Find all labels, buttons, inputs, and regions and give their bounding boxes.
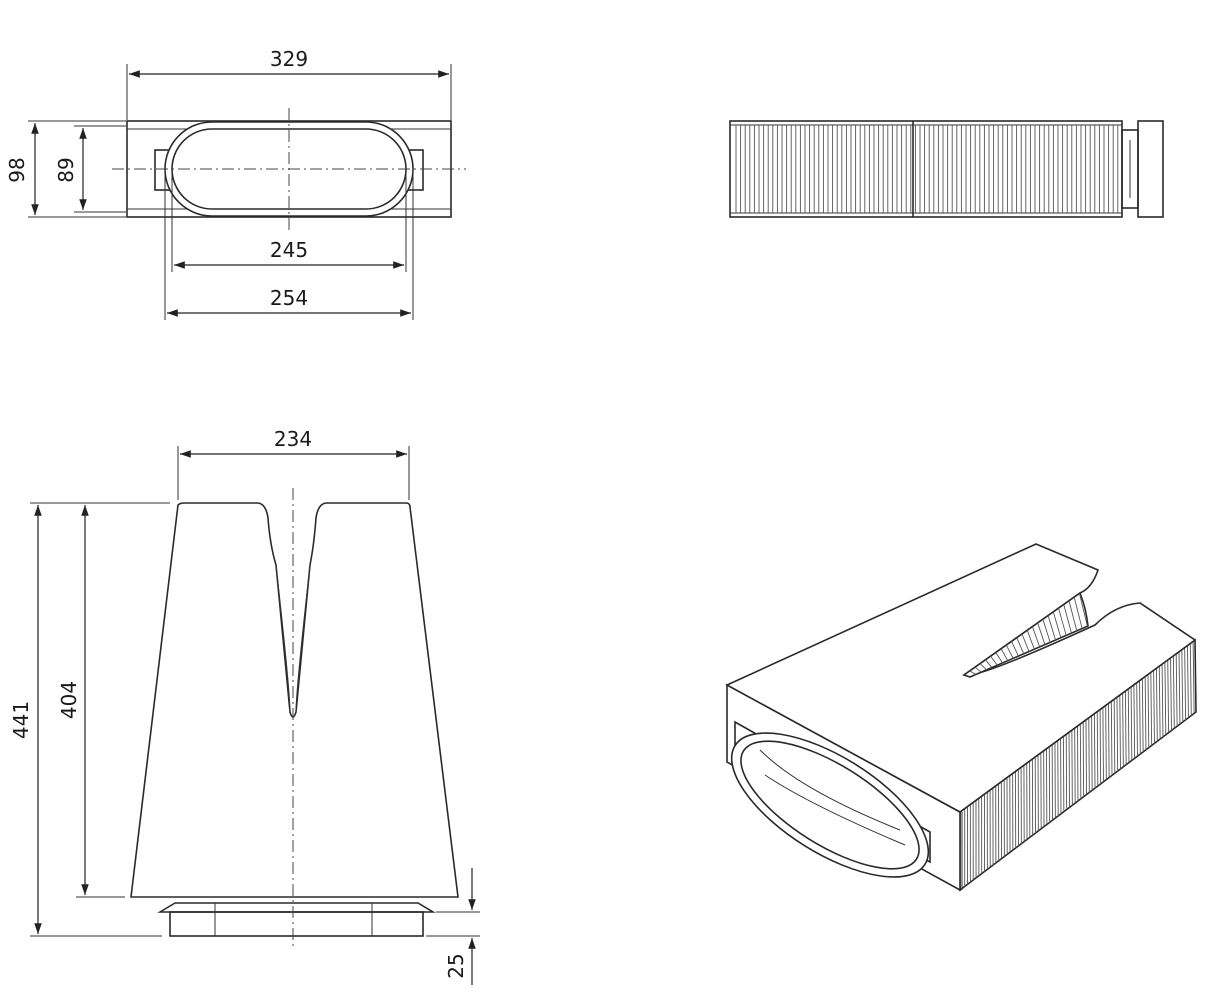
rib-line (1058, 608, 1067, 636)
dim-label-98: 98 (5, 157, 29, 182)
rib-line (1102, 707, 1104, 782)
rib-line (995, 652, 1003, 664)
rib-line (1184, 647, 1187, 720)
dim-label-245: 245 (270, 238, 308, 262)
rib-line (974, 666, 982, 673)
rib-line (1178, 651, 1181, 725)
side-view-collar (1137, 120, 1164, 218)
rib-line (1192, 641, 1195, 714)
iso-slot-wedge (962, 591, 1089, 678)
rib-line (1093, 713, 1096, 789)
rib-line (1096, 711, 1099, 787)
rib-line (1011, 641, 1019, 657)
dim-label-234: 234 (274, 427, 312, 451)
rib-line (1175, 653, 1178, 727)
dim-label-441: 441 (9, 701, 33, 739)
rib-line (1037, 622, 1046, 645)
rib-line (1147, 674, 1150, 748)
rib-line (1108, 703, 1110, 778)
rib-line (1158, 666, 1161, 740)
rib-line (1113, 699, 1116, 774)
side-view (729, 120, 1164, 218)
rib-line (1167, 659, 1170, 733)
rib-line (1187, 645, 1189, 718)
rib-line (1047, 615, 1056, 641)
rib-line (1105, 705, 1107, 780)
rib-line (1091, 715, 1093, 791)
front-view: 234 441 404 25 (9, 427, 480, 985)
rib-line (979, 663, 987, 671)
rib-line (1005, 644, 1014, 659)
dim-label-89: 89 (54, 157, 78, 182)
rib-line (1032, 626, 1041, 648)
dim-label-25: 25 (444, 953, 468, 978)
rib-line (1133, 684, 1136, 759)
rib-line (1141, 678, 1144, 752)
rib-line (1021, 633, 1030, 652)
rib-line (1063, 604, 1072, 634)
rib-line (1110, 701, 1113, 776)
rib-line (1130, 686, 1133, 761)
rib-line (1124, 690, 1127, 765)
rib-line (1144, 676, 1147, 750)
rib-line (985, 659, 993, 668)
rib-line (1127, 688, 1130, 763)
rib-line (990, 655, 998, 666)
rib-line (969, 670, 977, 675)
top-view: 329 98 89 245 254 (5, 47, 466, 320)
rib-line (1181, 649, 1184, 722)
dim-label-329: 329 (270, 47, 308, 71)
rib-line (1189, 643, 1192, 716)
side-view-body (729, 120, 1123, 218)
rib-line (1161, 664, 1164, 737)
iso-top-face (725, 543, 1197, 813)
rib-line (1077, 725, 1079, 802)
rib-line (1164, 662, 1167, 735)
rib-line (1139, 680, 1141, 755)
isometric-view (725, 543, 1197, 892)
dim-label-254: 254 (270, 286, 308, 310)
rib-line (1172, 655, 1175, 729)
rib-line (1116, 697, 1119, 772)
iso-side-ribs (964, 641, 1195, 887)
rib-line (1079, 723, 1082, 799)
rib-line (1085, 719, 1087, 795)
rib-line (1082, 721, 1085, 797)
rib-line (1119, 695, 1121, 769)
iso-collar (730, 720, 931, 878)
side-view-ribs (735, 125, 1119, 213)
front-view-body (130, 502, 459, 898)
rib-line (1088, 717, 1090, 793)
front-view-collar-flange (157, 902, 436, 913)
rib-line (1156, 668, 1158, 742)
rib-line (1000, 648, 1009, 661)
front-view-collar (169, 911, 424, 937)
rib-line (1052, 611, 1062, 638)
rib-line (1068, 600, 1078, 631)
rib-line (1073, 596, 1083, 629)
rib-line (1026, 630, 1035, 650)
rib-line (1150, 672, 1153, 746)
rib-line (1170, 657, 1172, 731)
rib-line (1136, 682, 1138, 757)
rib-line (1153, 670, 1155, 744)
rib-line (1122, 692, 1124, 767)
rib-line (1016, 637, 1025, 654)
rib-line (1078, 593, 1088, 627)
rib-line (1042, 619, 1051, 643)
iso-collar-inner-ring (740, 740, 920, 870)
rib-line (1099, 709, 1102, 784)
dim-label-404: 404 (57, 681, 81, 719)
